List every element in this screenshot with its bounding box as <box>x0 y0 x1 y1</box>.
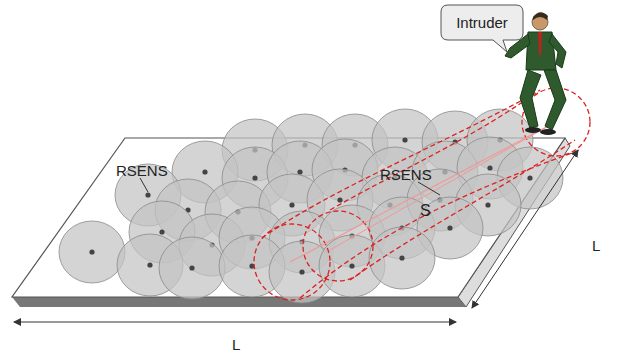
sensor-node <box>159 229 164 234</box>
speech-bubble: Intruder <box>440 4 524 52</box>
radius-label: RSENS <box>116 163 168 178</box>
sensor-node <box>147 262 152 267</box>
radius-line <box>418 182 440 195</box>
sensor-node <box>297 169 302 174</box>
sensing-range <box>369 227 435 289</box>
sensing-range <box>59 221 125 283</box>
distance-label: S <box>420 203 431 219</box>
sensor-node <box>89 249 94 254</box>
intruder-track <box>330 124 552 250</box>
intruder-track <box>290 124 552 262</box>
sensor-node <box>189 265 194 270</box>
radius-line <box>140 178 148 192</box>
sensor-circles <box>59 109 563 303</box>
sensor-node <box>337 197 342 202</box>
speech-text: Intruder <box>440 4 524 31</box>
sensor-node <box>402 137 407 142</box>
sensor-node <box>527 175 532 180</box>
dimension-arrow <box>472 150 578 308</box>
dimension-label: L <box>592 238 600 253</box>
sensor-node <box>349 263 354 268</box>
sensor-node <box>299 269 304 274</box>
sensor-node <box>399 255 404 260</box>
plate-front <box>12 297 466 307</box>
sensor-node <box>289 202 294 207</box>
sensor-node <box>145 192 150 197</box>
sensor-node <box>252 175 257 180</box>
sensing-range <box>159 237 225 299</box>
sensor-node <box>447 225 452 230</box>
sensor-node <box>485 202 490 207</box>
sensor-node <box>487 165 492 170</box>
intrusion-path <box>254 88 590 300</box>
sensor-node <box>202 169 207 174</box>
dimension-arrow <box>14 322 456 323</box>
radius-label: RSENS <box>380 167 432 182</box>
dimension-label: L <box>232 337 240 352</box>
